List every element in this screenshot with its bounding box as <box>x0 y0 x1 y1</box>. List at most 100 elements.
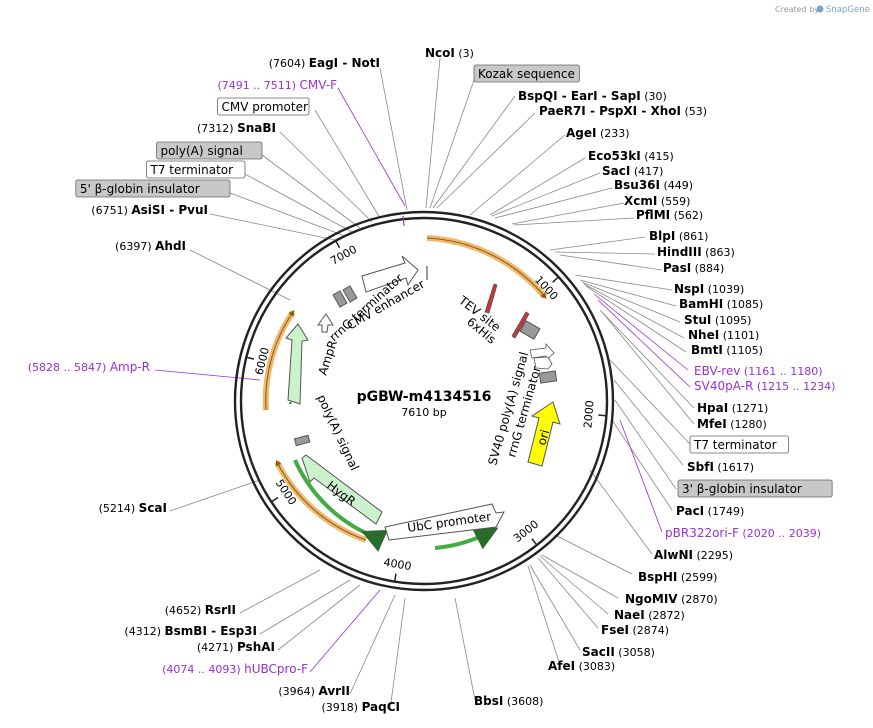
left-label-15[interactable]: (3964) AvrII <box>278 684 350 698</box>
right-label-17[interactable]: BmtI (1105) <box>691 343 763 357</box>
feature-box <box>677 479 833 498</box>
right-label-21[interactable]: MfeI (1280) <box>697 417 767 431</box>
orf-arrow-hygr <box>275 459 367 541</box>
right-label-2[interactable]: BspQI - EarI - SapI (30) <box>518 89 667 103</box>
right-label-4[interactable]: AgeI (233) <box>566 126 630 140</box>
site-label-text: HpaI (1271) <box>697 401 768 415</box>
snapgene-credit: Created by SnapGene <box>775 5 870 15</box>
site-label-text: BbsI (3608) <box>474 694 543 708</box>
left-label-5[interactable]: T7 terminator <box>146 160 246 179</box>
plasmid-name: pGBW-m4134516 <box>357 389 492 405</box>
site-label-text: FseI (2874) <box>601 623 669 637</box>
right-label-34[interactable]: BbsI (3608) <box>474 694 543 708</box>
left-label-3[interactable]: (7312) SnaBI <box>197 121 276 135</box>
right-label-16[interactable]: NheI (1101) <box>688 328 759 342</box>
right-label-23[interactable]: SbfI (1617) <box>687 460 754 474</box>
right-label-9[interactable]: PflMI (562) <box>636 208 703 222</box>
ampr-arrow <box>285 323 309 405</box>
right-label-3[interactable]: PaeR7I - PspXI - XhoI (53) <box>539 104 707 118</box>
left-label-10[interactable]: (5214) ScaI <box>99 501 167 515</box>
site-label-text: BspHI (2599) <box>638 570 717 584</box>
right-label-33[interactable]: AfeI (3083) <box>548 659 615 673</box>
site-label-text: PacI (1749) <box>676 504 744 518</box>
left-label-6[interactable]: 5' β-globin insulator <box>75 179 231 198</box>
site-label-text: Eco53kI (415) <box>588 149 674 163</box>
polya-left-label: poly(A) signal <box>314 392 361 472</box>
left-label-13[interactable]: (4271) PshAI <box>197 640 275 654</box>
right-label-29[interactable]: NgoMIV (2870) <box>625 592 718 606</box>
ori-arrow <box>527 401 561 467</box>
left-label-7[interactable]: (6751) AsiSI - PvuI <box>91 203 208 217</box>
left-label-16[interactable]: (3918) PaqCI <box>321 700 400 714</box>
tev-site-mark <box>484 283 498 314</box>
right-label-22[interactable]: T7 terminator <box>689 435 789 454</box>
right-label-19[interactable]: SV40pA-R (1215 .. 1234) <box>694 379 835 393</box>
site-label-text: PaeR7I - PspXI - XhoI (53) <box>539 104 707 118</box>
right-label-27[interactable]: AlwNI (2295) <box>654 548 733 562</box>
rrng-box-right <box>519 320 541 340</box>
right-label-7[interactable]: Bsu36I (449) <box>614 178 693 192</box>
site-label-text: NheI (1101) <box>688 328 759 342</box>
polya-arrow-right-2 <box>533 356 553 370</box>
site-label-text: XcmI (559) <box>624 194 690 208</box>
right-label-8[interactable]: XcmI (559) <box>624 194 690 208</box>
orf-arcs <box>262 235 548 543</box>
ampr-label: AmpR <box>316 338 340 376</box>
cmv-f-primer-mark <box>402 215 405 227</box>
credit-prefix: Created by <box>775 5 819 14</box>
hygr-arrow <box>301 454 383 525</box>
right-label-24[interactable]: 3' β-globin insulator <box>677 479 833 498</box>
left-label-0[interactable]: (7604) EagI - NotI <box>269 56 380 70</box>
right-label-6[interactable]: SacI (417) <box>602 164 663 178</box>
site-label-text: (3964) AvrII <box>278 684 350 698</box>
right-label-28[interactable]: BspHI (2599) <box>638 570 717 584</box>
right-label-1[interactable]: Kozak sequence <box>473 64 580 83</box>
right-label-14[interactable]: BamHI (1085) <box>679 297 763 311</box>
right-label-10[interactable]: BlpI (861) <box>649 229 708 243</box>
right-label-0[interactable]: NcoI (3) <box>425 46 474 60</box>
right-label-15[interactable]: StuI (1095) <box>684 313 751 327</box>
right-label-25[interactable]: PacI (1749) <box>676 504 744 518</box>
tick-label-2000: 2000 <box>581 400 596 429</box>
tick-label-3000: 3000 <box>511 518 541 546</box>
cmv-enhancer-arrow <box>361 255 419 293</box>
site-label-text: SacII (3058) <box>582 645 655 659</box>
right-label-12[interactable]: PasI (884) <box>663 261 724 275</box>
site-label-text: StuI (1095) <box>684 313 751 327</box>
right-label-32[interactable]: SacII (3058) <box>582 645 655 659</box>
right-label-5[interactable]: Eco53kI (415) <box>588 149 674 163</box>
left-label-8[interactable]: (6397) AhdI <box>115 239 186 253</box>
right-label-11[interactable]: HindIII (863) <box>657 245 735 259</box>
left-label-12[interactable]: (4312) BsmBI - Esp3I <box>124 624 257 638</box>
site-label-text: SacI (417) <box>602 164 663 178</box>
right-label-30[interactable]: NaeI (2872) <box>614 608 685 622</box>
site-label-text: NcoI (3) <box>425 46 474 60</box>
left-label-2[interactable]: CMV promoter <box>217 97 310 116</box>
site-label-text: NgoMIV (2870) <box>625 592 718 606</box>
feature-box-label: T7 terminator <box>150 163 234 177</box>
right-label-20[interactable]: HpaI (1271) <box>697 401 768 415</box>
feature-box-label: CMV promoter <box>221 100 308 114</box>
site-label-text: SV40pA-R (1215 .. 1234) <box>694 379 835 393</box>
right-label-13[interactable]: NspI (1039) <box>674 282 744 296</box>
tick-label-7000: 7000 <box>328 243 359 268</box>
left-label-14[interactable]: (4074 .. 4093) hUBCpro-F <box>162 662 308 676</box>
left-label-1[interactable]: (7491 .. 7511) CMV-F <box>217 78 337 92</box>
site-label-text: HindIII (863) <box>657 245 735 259</box>
left-label-11[interactable]: (4652) RsrII <box>165 603 236 617</box>
site-label-text: (5828 .. 5847) Amp-R <box>28 360 150 374</box>
left-label-4[interactable]: poly(A) signal <box>156 141 263 160</box>
right-label-18[interactable]: EBV-rev (1161 .. 1180) <box>694 364 823 378</box>
orf-arc-top <box>426 235 548 299</box>
tick-1000 <box>552 276 560 283</box>
right-label-26[interactable]: pBR322ori-F (2020 .. 2039) <box>665 526 821 540</box>
tick-2000 <box>598 414 607 417</box>
right-label-31[interactable]: FseI (2874) <box>601 623 669 637</box>
site-label-text: PflMI (562) <box>636 208 703 222</box>
orf-arrow-top <box>426 237 547 299</box>
left-label-9[interactable]: (5828 .. 5847) Amp-R <box>28 360 150 374</box>
feature-box <box>75 179 231 198</box>
site-label-text: BamHI (1085) <box>679 297 763 311</box>
site-label-text: (7312) SnaBI <box>197 121 276 135</box>
